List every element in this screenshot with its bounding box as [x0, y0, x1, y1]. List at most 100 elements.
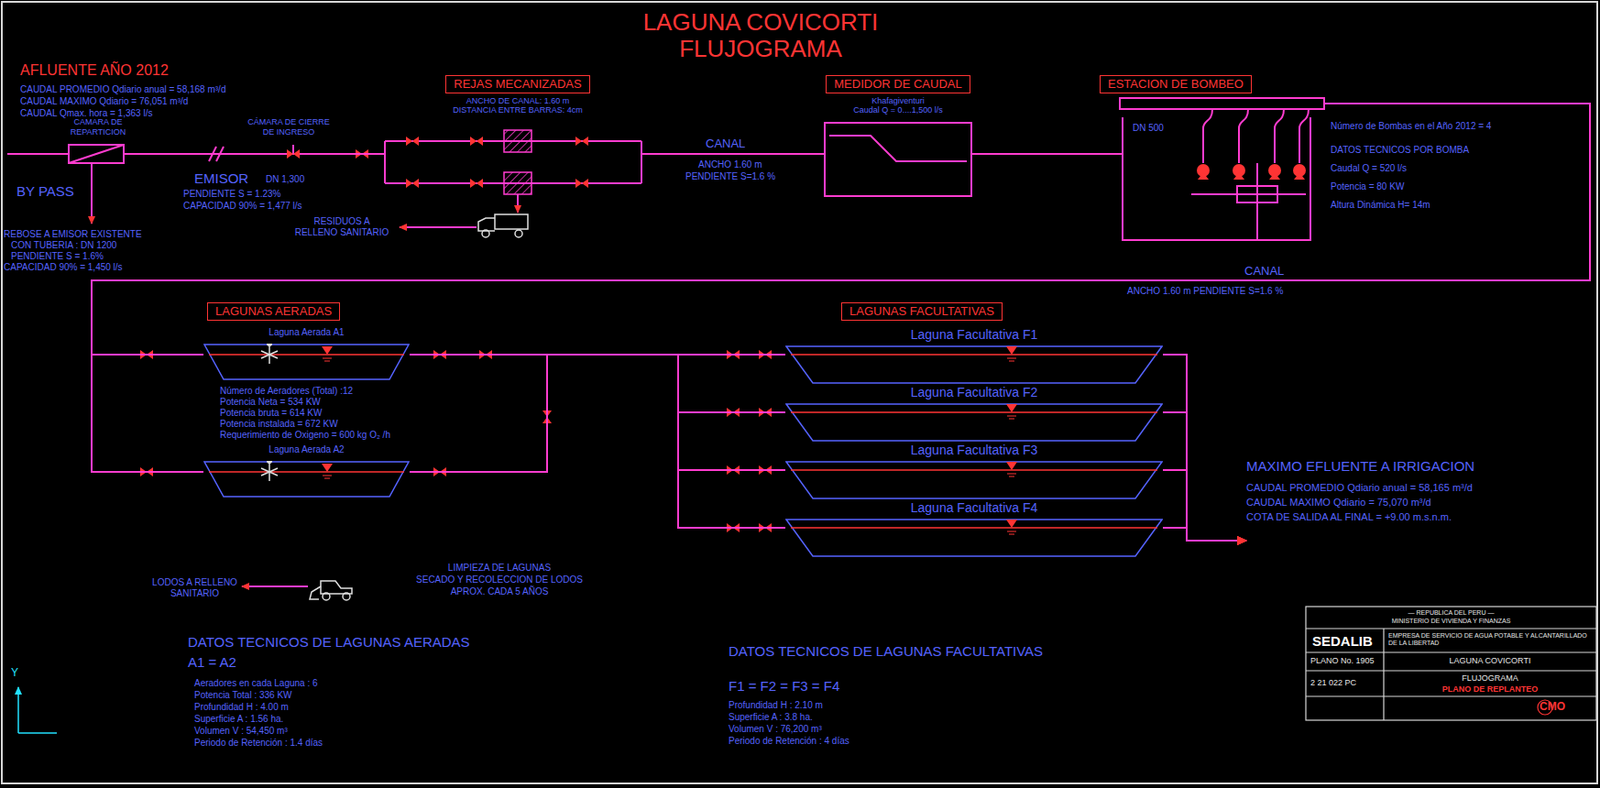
level-mark	[1006, 404, 1018, 413]
process-unit: ESTACION DE BOMBEO	[1099, 75, 1325, 245]
note-label: Potencia Total : 336 KW	[194, 690, 293, 702]
note-label: — REPUBLICA DEL PERU —	[1305, 609, 1597, 617]
note-label: EMISOR	[194, 170, 249, 187]
loader-icon	[309, 580, 352, 601]
level-mark	[1008, 361, 1015, 362]
pipework	[68, 144, 124, 164]
pump-group	[1196, 109, 1309, 180]
aerated-lagoon: Laguna Aerada A1	[203, 327, 410, 381]
level-mark	[1007, 416, 1017, 417]
pipe-connector	[91, 103, 1590, 355]
truck-icon	[478, 218, 495, 231]
title-block	[1305, 606, 1597, 721]
valve-symbol	[575, 136, 589, 146]
level-mark	[1008, 534, 1015, 536]
node-text: ANCHO DE CANAL: 1.60 m	[375, 96, 660, 107]
pipework	[375, 153, 385, 155]
note-label: CAPACIDAD 90% = 1,477 l/s	[183, 200, 303, 212]
note-label: ANCHO 1.60 m PENDIENTE S=1.6 %	[1127, 285, 1283, 297]
note-label: CAUDAL PROMEDIO Qdiario anual = 58,168 m…	[20, 84, 226, 96]
note-label: LAGUNA COVICORTI	[1388, 656, 1592, 666]
note-label: MINISTERIO DE VIVIENDA Y FINANZAS	[1305, 617, 1597, 625]
valve-symbol	[405, 136, 419, 146]
level-mark	[1007, 531, 1017, 533]
pipe-connector	[659, 153, 825, 155]
water-level	[208, 471, 405, 473]
node-heading: MAXIMO EFLUENTE A IRRIGACION	[1246, 458, 1568, 475]
valve-symbol	[470, 178, 483, 188]
pipework	[641, 153, 660, 155]
pipework	[7, 98, 1325, 587]
note-label: PENDIENTE S = 1.23%	[183, 188, 281, 200]
note-label: FLUJOGRAMA	[1388, 673, 1592, 683]
pipe-connector	[409, 354, 786, 472]
note-label: Profundidad H : 2.10 m	[728, 700, 823, 712]
note-label: F1 = F2 = F3 = F4	[728, 678, 840, 694]
note-label: Potencia Neta = 534 KW	[219, 396, 321, 408]
note-label: Altura Dinámica H= 14m	[1330, 199, 1431, 211]
pump-base	[1269, 172, 1281, 180]
pump-base	[1293, 172, 1305, 180]
pump-base	[1197, 172, 1209, 180]
node-heading: Laguna Facultativa F2	[785, 384, 1163, 401]
water-level	[790, 411, 1158, 414]
note-label: EMPRESA DE SERVICIO DE AGUA POTABLE Y AL…	[1388, 632, 1592, 647]
facultative-lagoon: Laguna Facultativa F2	[785, 384, 1163, 442]
note-label: Requerimiento de Oxigeno = 600 kg O₂ /h	[219, 429, 391, 441]
water-level	[208, 353, 405, 356]
note-label: Volumen V : 76,200 m³	[728, 723, 822, 735]
note-label: 2 21 022 PC	[1310, 678, 1357, 688]
valve-symbol	[405, 178, 419, 188]
pipework	[241, 585, 308, 588]
facultative-lagoon: Laguna Facultativa F1	[785, 327, 1163, 384]
lagoon-outline	[785, 518, 1163, 558]
node-heading: LAGUNAS AERADAS	[207, 302, 340, 321]
title-block	[1305, 627, 1597, 629]
pipework	[7, 153, 69, 155]
valve-symbol	[470, 136, 483, 146]
pipe-connector	[1162, 412, 1247, 541]
loader-icon	[309, 586, 321, 600]
note-label: CAPACIDAD 90% = 1,450 l/s	[3, 262, 123, 274]
facultative-lagoon: Laguna Facultativa F3	[785, 442, 1163, 500]
note-label: Potencia = 80 KW	[1330, 181, 1404, 193]
pipe-connector	[139, 153, 243, 155]
note-label: Volumen V : 54,450 m³	[194, 725, 288, 737]
level-mark	[1006, 519, 1018, 528]
note-label: SECADO Y RECOLECCION DE LODOS	[380, 574, 619, 586]
aerated-lagoon: Laguna Aerada A2	[203, 444, 410, 498]
level-mark	[322, 358, 332, 360]
pipework	[516, 194, 519, 213]
note-label: Número de Aeradores (Total) :12	[219, 385, 353, 397]
aerator-symbol	[261, 350, 278, 359]
node-heading: Laguna Aerada A1	[203, 327, 410, 339]
level-mark	[1007, 358, 1017, 360]
note-label: SEDALIB	[1312, 633, 1373, 649]
note-label: CAUDAL Qmax. hora = 1,363 l/s	[20, 108, 153, 120]
note-label: Aeradores en cada Laguna : 6	[194, 678, 318, 690]
node-text: Khafagiventuri	[824, 96, 972, 107]
effluent-box: MAXIMO EFLUENTE A IRRIGACIONCAUDAL PROME…	[1246, 458, 1568, 561]
truck-icon	[478, 214, 528, 238]
note-label: PLANO DE REPLANTEO	[1388, 684, 1592, 694]
note-label: Periodo de Retención : 1.4 días	[194, 737, 323, 749]
aerator-symbol	[266, 460, 273, 464]
node-heading: LAGUNAS FACULTATIVAS	[841, 302, 1003, 321]
axis-symbol	[17, 687, 20, 734]
level-mark	[1007, 473, 1017, 475]
pump-riser	[1299, 109, 1309, 164]
lagoon-basin	[786, 461, 1162, 499]
pipework	[824, 122, 972, 197]
pipework	[90, 163, 93, 224]
water-level	[790, 526, 1158, 529]
chamber-unit: CAMARA DE REPARTICION	[56, 117, 140, 165]
note-label: PENDIENTE S=1.6 %	[685, 171, 776, 183]
level-mark	[321, 463, 333, 472]
pipe-connector	[334, 153, 376, 155]
node-heading: REJAS MECANIZADAS	[445, 75, 590, 94]
note-label: BY PASS	[16, 183, 75, 199]
truck-icon	[494, 214, 528, 230]
